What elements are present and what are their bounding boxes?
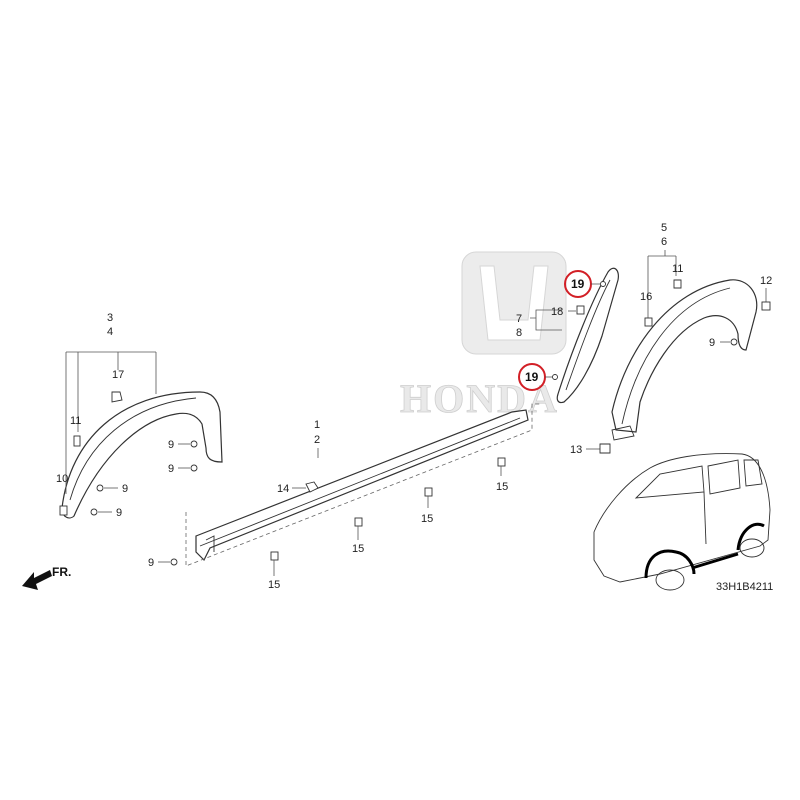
clip-14[interactable] <box>305 481 319 493</box>
clip-15-d[interactable] <box>497 457 506 467</box>
callout-18: 18 <box>551 306 563 318</box>
clip-11-right[interactable] <box>673 279 682 289</box>
screw-9-a[interactable] <box>190 440 198 448</box>
clip-16[interactable] <box>644 317 653 327</box>
clip-15-b[interactable] <box>354 517 363 527</box>
callout-9-e: 9 <box>148 557 154 569</box>
callout-11-right: 11 <box>672 263 683 275</box>
callout-1: 1 <box>314 419 320 431</box>
vehicle-locator <box>593 453 771 591</box>
callout-9-c: 9 <box>122 483 128 495</box>
callout-15-a: 15 <box>268 579 280 591</box>
screw-9-c[interactable] <box>96 484 104 492</box>
callout-15-b: 15 <box>352 543 364 555</box>
watermark-h-mark <box>479 265 549 341</box>
leader-3-4 <box>65 351 157 494</box>
front-label: FR. <box>52 565 71 579</box>
front-direction-indicator: FR. <box>22 565 71 590</box>
rear-fender-flare[interactable] <box>611 279 758 441</box>
rear-door-garnish[interactable] <box>556 267 619 404</box>
screw-19-bottom[interactable] <box>552 374 558 380</box>
callout-15-d: 15 <box>496 481 508 493</box>
side-sill-garnish[interactable] <box>195 409 529 562</box>
front-fender-flare[interactable] <box>61 391 223 519</box>
clip-18[interactable] <box>576 305 585 315</box>
callout-13: 13 <box>570 444 582 456</box>
callout-3: 3 <box>107 312 113 324</box>
callout-6: 6 <box>661 236 667 248</box>
screw-19-top[interactable] <box>600 281 606 287</box>
clip-12[interactable] <box>761 301 771 311</box>
callout-11-left: 11 <box>70 415 81 427</box>
callout-8: 8 <box>516 327 522 339</box>
screw-9-b[interactable] <box>190 464 198 472</box>
callout-5: 5 <box>661 222 667 234</box>
clip-10[interactable] <box>59 505 68 516</box>
callout-15-c: 15 <box>421 513 433 525</box>
clip-13[interactable] <box>599 443 611 454</box>
callout-9-b: 9 <box>168 463 174 475</box>
callout-16: 16 <box>640 291 652 303</box>
callout-17: 17 <box>112 369 124 381</box>
screw-9-d[interactable] <box>90 508 98 516</box>
sill-dash-box <box>185 403 540 567</box>
callout-9-f: 9 <box>709 337 715 349</box>
callout-7: 7 <box>516 313 522 325</box>
clip-17[interactable] <box>111 391 123 403</box>
screw-9-f[interactable] <box>730 338 738 346</box>
screw-group-9-front: 9 9 9 9 <box>90 439 198 519</box>
locator-rear-arch <box>736 522 765 551</box>
clip-11-left[interactable] <box>73 435 81 447</box>
callout-10: 10 <box>56 473 68 485</box>
callout-19-bottom: 19 <box>525 370 539 384</box>
screw-9-e[interactable] <box>170 558 178 566</box>
callout-14: 14 <box>277 483 289 495</box>
clip-15-a[interactable] <box>270 551 279 561</box>
callout-19-top: 19 <box>571 277 585 291</box>
callout-9-d: 9 <box>116 507 122 519</box>
brand-watermark: HONDA <box>400 251 567 421</box>
callout-4: 4 <box>107 326 113 338</box>
callout-2: 2 <box>314 434 320 446</box>
locator-sill <box>691 552 739 570</box>
diagram-code: 33H1B4211 <box>716 581 773 593</box>
watermark-text: HONDA <box>400 376 559 421</box>
clip-group-15: 15 15 15 15 <box>268 457 508 591</box>
callout-9-a: 9 <box>168 439 174 451</box>
callout-12: 12 <box>760 275 772 287</box>
front-arrow-icon <box>22 570 52 590</box>
clip-15-c[interactable] <box>424 487 433 497</box>
locator-front-arch <box>644 549 696 579</box>
